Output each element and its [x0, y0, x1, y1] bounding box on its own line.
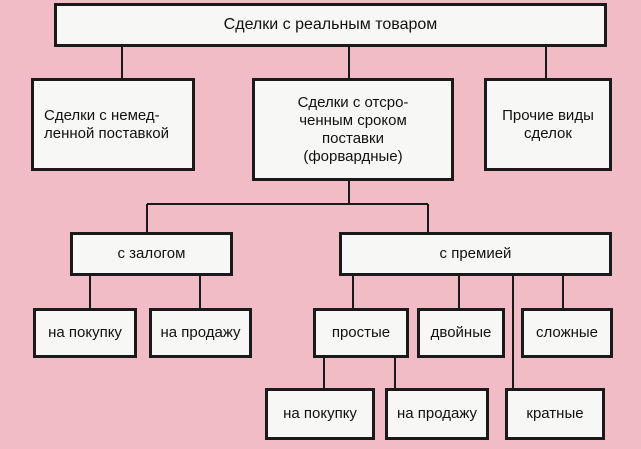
node-label: Сделки с немед- ленной поставкой: [44, 106, 169, 142]
node-forward-deals: Сделки с отсро- ченным сроком поставки (…: [252, 78, 454, 181]
node-label: Сделки с отсро- ченным сроком поставки (…: [297, 93, 409, 165]
node-label: с залогом: [117, 245, 186, 262]
node-label: кратные: [526, 405, 584, 422]
node-simple-sell: на продажу: [385, 388, 489, 440]
node-real-goods-deals: Сделки с реальным товаром: [54, 3, 607, 47]
node-label: Сделки с реальным товаром: [223, 16, 438, 33]
node-multiple: кратные: [505, 388, 605, 440]
node-label: на продажу: [396, 405, 478, 422]
node-label: сложные: [535, 324, 599, 341]
node-other-deals: Прочие виды сделок: [484, 78, 612, 171]
node-label: на продажу: [160, 324, 241, 341]
node-simple: простые: [313, 308, 409, 358]
node-label: простые: [331, 324, 391, 341]
node-label: Прочие виды сделок: [502, 106, 594, 142]
node-label: с премией: [439, 245, 512, 262]
node-double: двойные: [417, 308, 505, 358]
node-immediate-delivery: Сделки с немед- ленной поставкой: [31, 78, 195, 171]
node-simple-buy: на покупку: [265, 388, 375, 440]
node-label: на покупку: [283, 405, 357, 422]
node-complex: сложные: [521, 308, 613, 358]
node-collateral-buy: на покупку: [33, 308, 137, 358]
node-with-premium: с премией: [339, 232, 612, 276]
node-label: двойные: [430, 324, 492, 341]
node-label: на покупку: [48, 324, 122, 341]
node-collateral-sell: на продажу: [149, 308, 252, 358]
node-with-collateral: с залогом: [70, 232, 233, 276]
